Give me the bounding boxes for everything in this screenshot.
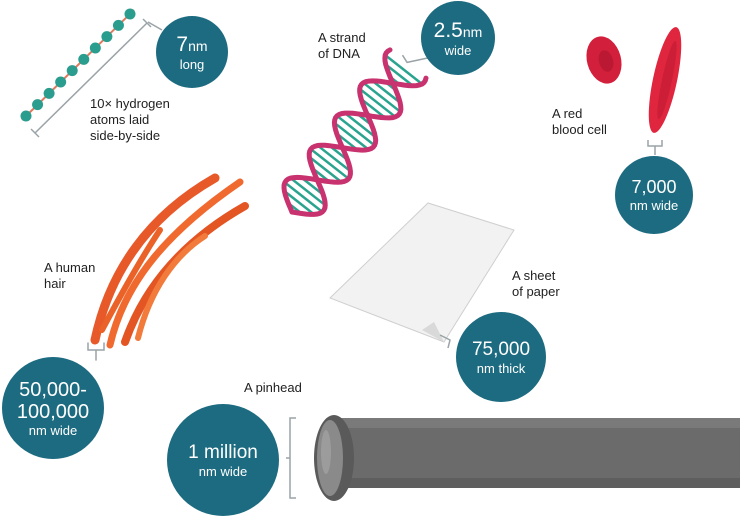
dna-value-unit: nm — [462, 23, 483, 40]
dna-label-line-1: A strand — [318, 30, 366, 45]
dna-rung — [289, 177, 326, 207]
hydrogen-label-line-2: atoms laid — [90, 112, 150, 127]
pinhead-value-line-1: 1 million — [188, 441, 258, 463]
dna-double-helix-icon — [281, 47, 433, 217]
hydrogen-atom — [43, 87, 55, 99]
hair-label-line-2: hair — [44, 276, 66, 291]
dna-value-line-1: 2.5nm — [434, 19, 483, 43]
hydrogen-value-number: 7 — [176, 32, 189, 56]
red-blood-cell-icon — [586, 27, 682, 155]
paper-label: A sheet of paper — [512, 268, 560, 300]
hair-value-line-3: nm wide — [28, 422, 78, 438]
dna-value-number: 2.5 — [433, 18, 463, 42]
hair-value-line-1: 50,000- — [19, 378, 87, 401]
blood-cell-value-line-2: nm wide — [629, 198, 679, 213]
hydrogen-atom-chain-icon — [20, 8, 163, 138]
dna-rung — [344, 112, 377, 138]
dna-rung — [371, 79, 401, 104]
hydrogen-atom — [20, 110, 32, 122]
paper-value-line-1: 75,000 — [471, 338, 531, 360]
dna-value-line-2: wide — [444, 42, 472, 58]
dna-value-circle: 2.5nm wide — [421, 1, 495, 75]
blood-cell-value-line-1: 7,000 — [631, 177, 677, 197]
dna-rung — [362, 81, 402, 113]
hydrogen-value-line-1: 7nm — [176, 33, 207, 57]
paper-value-line-2: nm thick — [476, 360, 526, 376]
dna-rung — [283, 190, 315, 216]
hair-value-circle: 50,000- 100,000 nm wide — [2, 357, 104, 459]
dna-label: A strand of DNA — [318, 30, 366, 62]
pinhead-value-line-2: nm wide — [198, 463, 248, 479]
dna-label-line-2: of DNA — [318, 46, 360, 61]
paper-value-circle: 75,000 nm thick — [456, 312, 546, 402]
dna-rung — [384, 54, 423, 85]
hydrogen-atom — [112, 19, 124, 31]
paper-label-line-1: A sheet — [512, 268, 556, 283]
pinhead-label-line-1: A pinhead — [244, 380, 302, 395]
hair-label-line-1: A human — [44, 260, 96, 275]
hydrogen-atom — [101, 31, 113, 43]
hair-strands-icon — [87, 173, 249, 361]
hydrogen-atom — [66, 65, 78, 77]
hydrogen-atom — [32, 99, 44, 111]
dna-rung — [333, 121, 370, 151]
hydrogen-label-line-3: side-by-side — [90, 128, 161, 143]
blood-cell-value-circle: 7,000 nm wide — [615, 156, 693, 234]
pinhead-label: A pinhead — [244, 380, 302, 396]
hydrogen-label-line-1: 10× hydrogen — [90, 96, 170, 111]
hydrogen-atom — [124, 8, 136, 20]
hydrogen-label: 10× hydrogen atoms laid side-by-side — [90, 96, 170, 144]
hair-label: A human hair — [44, 260, 95, 292]
dna-rung — [360, 97, 387, 119]
dna-rung — [358, 87, 397, 118]
dna-rung — [310, 148, 350, 180]
hydrogen-atom — [89, 42, 101, 54]
hydrogen-value-unit: nm — [188, 37, 208, 54]
dna-rung — [284, 181, 324, 213]
hair-value-line-2: 100,000 — [16, 400, 90, 423]
hydrogen-value-line-2: long — [179, 56, 205, 72]
blood-cell-label-line-2: blood cell — [552, 122, 607, 137]
dna-rung — [308, 155, 343, 183]
paper-label-line-2: of paper — [512, 284, 560, 299]
dna-rung — [336, 114, 376, 147]
pinhead-value-circle: 1 million nm wide — [167, 404, 279, 516]
blood-cell-label-line-1: A red — [552, 106, 583, 121]
dna-rung — [316, 144, 352, 173]
hydrogen-atom — [78, 53, 90, 65]
paper-sheet-icon — [329, 202, 515, 349]
dna-rung — [384, 63, 414, 87]
pin-icon — [286, 415, 740, 501]
blood-cell-label: A red blood cell — [552, 106, 607, 138]
hydrogen-atom — [55, 76, 67, 88]
hydrogen-value-circle: 7nm long — [156, 16, 228, 88]
